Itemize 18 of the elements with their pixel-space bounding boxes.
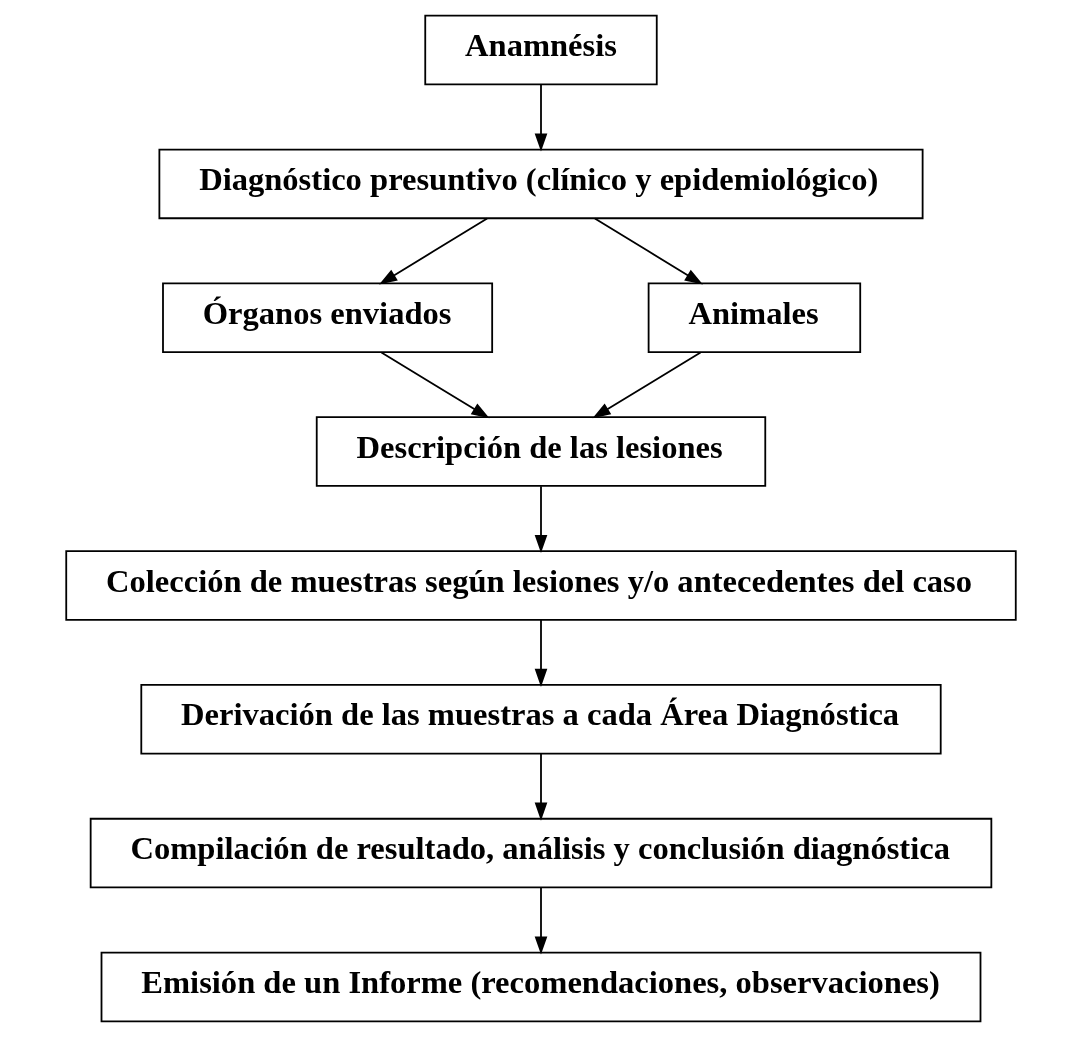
- node-box: Emisión de un Informe (recomendaciones, observaciones): [100, 951, 982, 1023]
- arrow: [534, 886, 548, 955]
- arrow: [534, 619, 548, 687]
- node-box: Colección de muestras según lesiones y/o antecedentes del caso: [65, 550, 1017, 621]
- arrow: [534, 485, 548, 554]
- node-box: Órganos enviados: [162, 282, 494, 353]
- node-box: Diagnóstico presuntivo (clínico y epidemiológico): [158, 148, 924, 220]
- arrow: [534, 753, 548, 821]
- arrow: [593, 217, 703, 285]
- arrow: [379, 217, 489, 285]
- node-box: Anamnésis: [424, 14, 658, 86]
- node-box: Compilación de resultado, análisis y conclusión diagnóstica: [89, 817, 993, 889]
- arrow: [380, 351, 490, 419]
- node-box: Derivación de las muestras a cada Área Diagnóstica: [140, 684, 942, 755]
- node-box: Descripción de las lesiones: [315, 416, 767, 487]
- node-box: Animales: [647, 282, 862, 353]
- arrow: [534, 83, 548, 152]
- arrow: [592, 351, 702, 419]
